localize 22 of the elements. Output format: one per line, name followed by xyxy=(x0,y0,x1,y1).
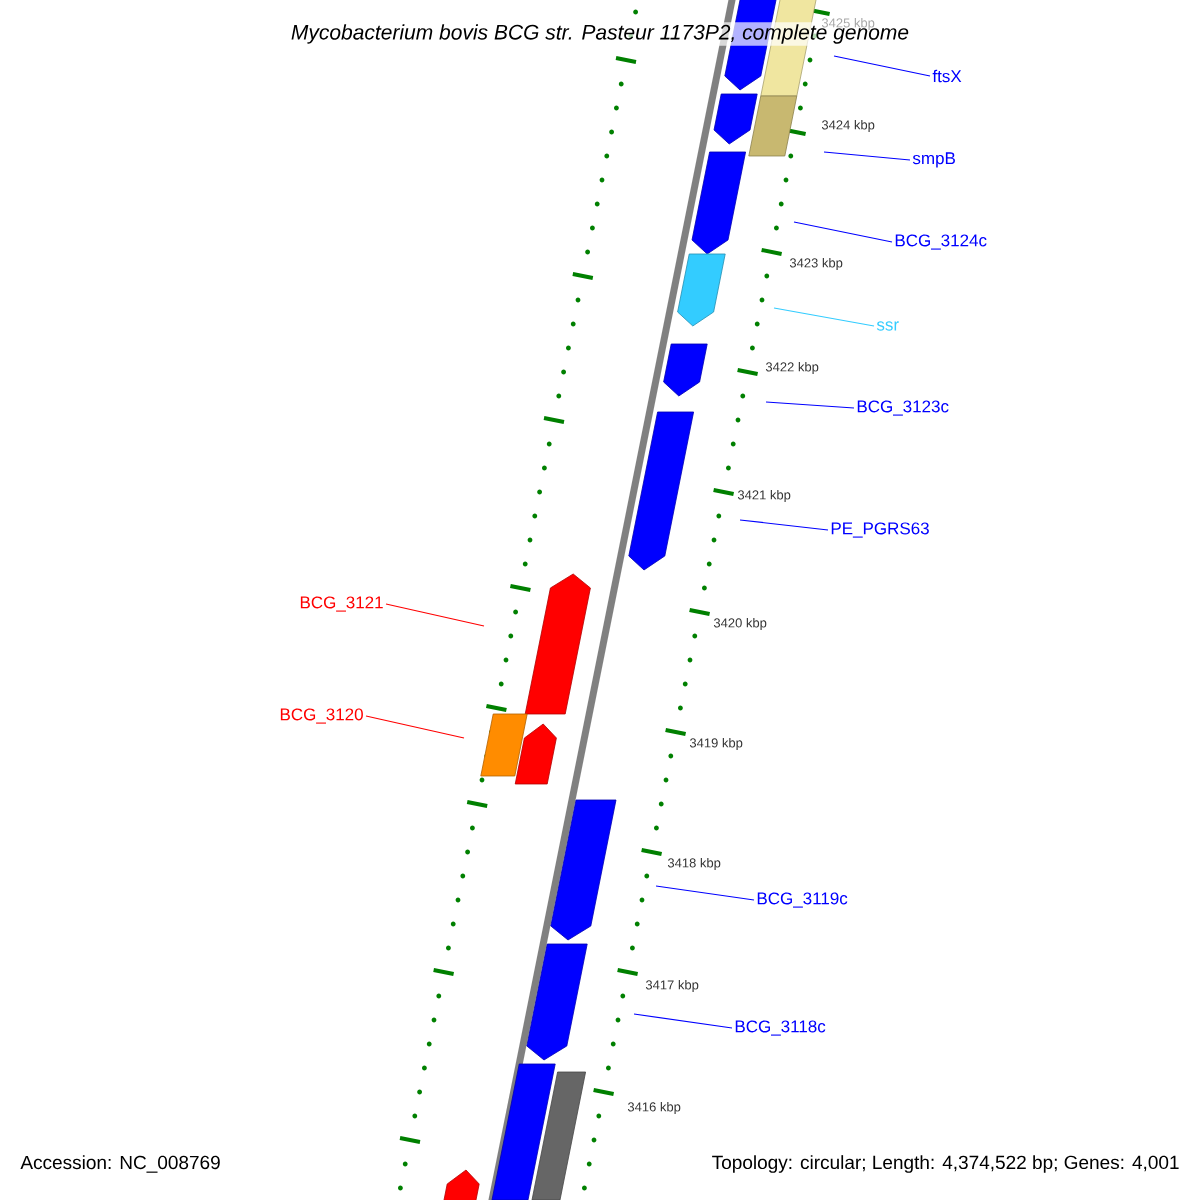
gene-label: PE_PGRS63 xyxy=(831,522,929,538)
gene-label: BCG_3121 xyxy=(300,596,383,612)
gene-label: ssr xyxy=(876,321,899,331)
leader-line xyxy=(765,401,855,409)
leader-line xyxy=(793,221,893,243)
leader-line xyxy=(655,885,755,901)
gene-label: BCG_3120 xyxy=(280,708,363,724)
leader-line xyxy=(773,307,875,327)
leader-line xyxy=(365,715,465,739)
gene-label: smpB xyxy=(912,152,955,168)
gene-label: BCG_3124c xyxy=(895,234,987,250)
leader-line xyxy=(739,519,829,531)
leader-line xyxy=(833,55,931,77)
gene-label: BCG_3119c xyxy=(757,892,848,908)
gene-label: ftsX xyxy=(932,69,962,83)
accession-text: Accession: NC_008769 xyxy=(20,1155,220,1173)
leader-line xyxy=(823,151,911,161)
leader-line xyxy=(633,1013,733,1029)
gene-label: BCG_3123c xyxy=(857,400,949,416)
gene-label: BCG_3118c xyxy=(735,1020,826,1036)
leader-line xyxy=(385,603,485,627)
topology-text: Topology: circular; Length: 4,374,522 bp; Genes: 4,001 xyxy=(709,1153,1182,1175)
